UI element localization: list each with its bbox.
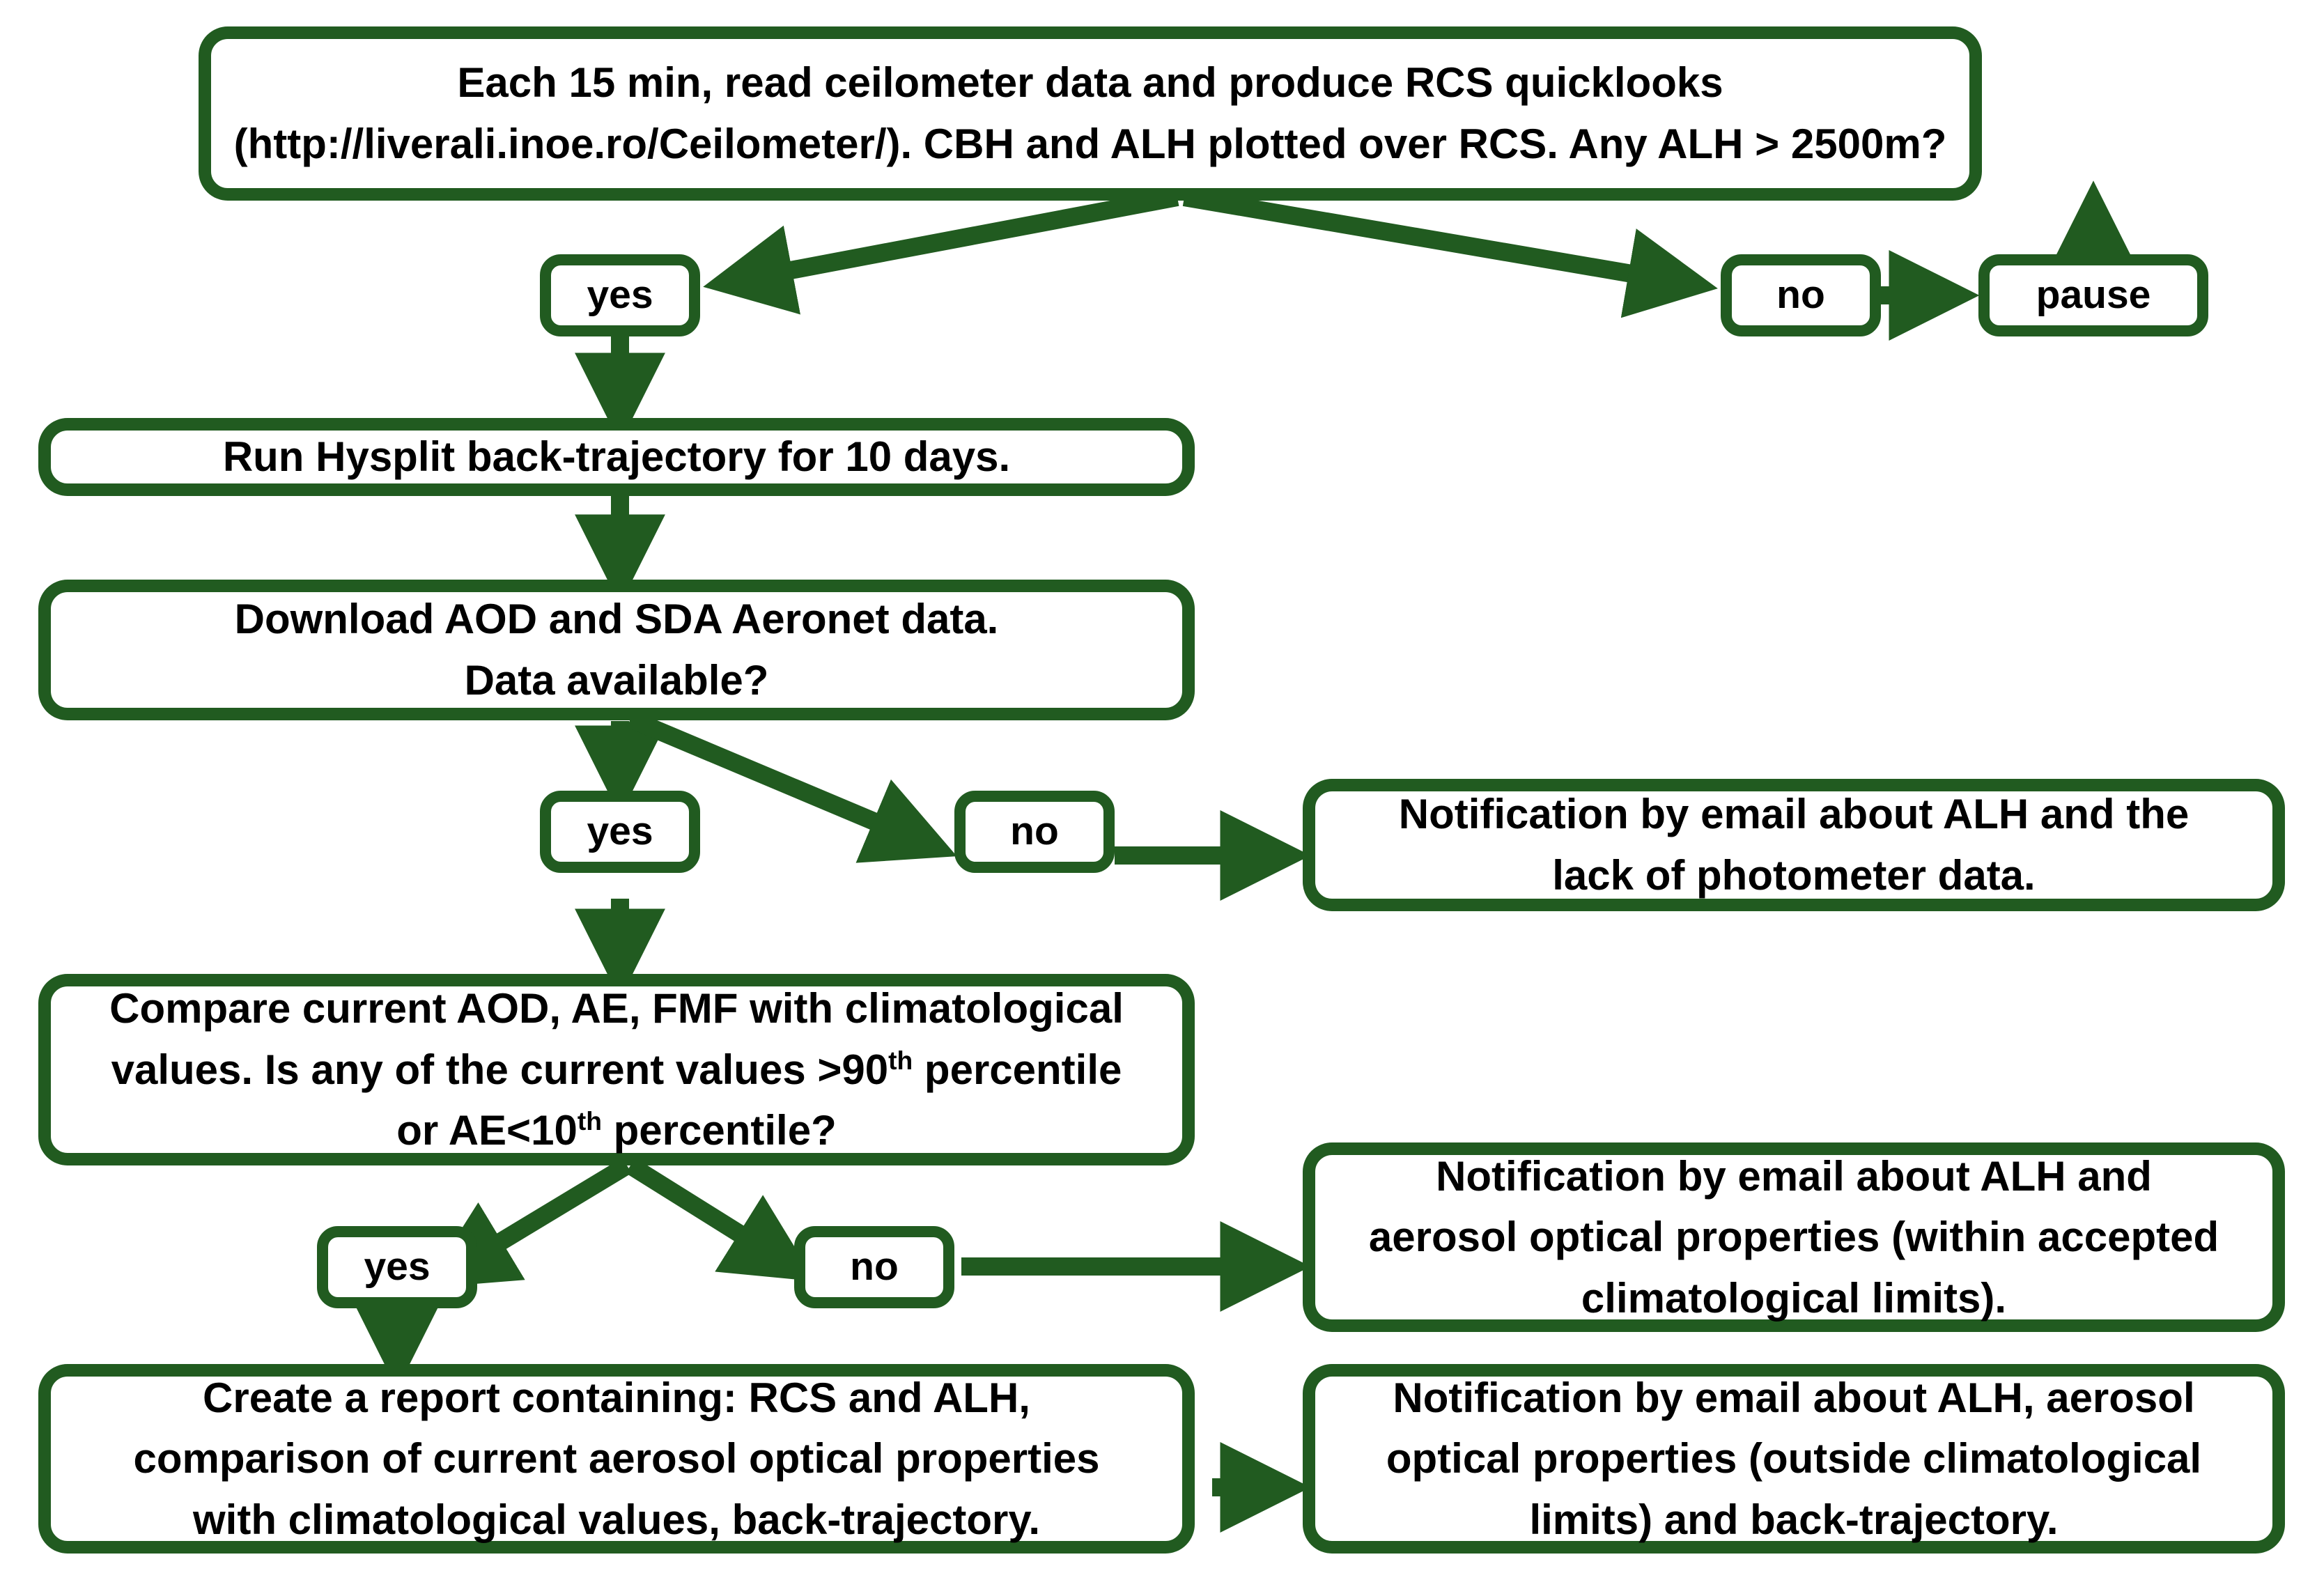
node-yes-3[interactable]: yes <box>317 1226 477 1308</box>
node-read-ceilometer[interactable]: Each 15 min, read ceilometer data and pr… <box>199 26 1982 201</box>
node-create-report-label: Create a report containing: RCS and ALH,… <box>133 1374 1100 1543</box>
node-yes-3-label: yes <box>364 1244 431 1289</box>
node-yes-2[interactable]: yes <box>540 791 700 873</box>
node-no-1-label: no <box>1776 272 1825 318</box>
node-run-hysplit-label: Run Hysplit back-trajectory for 10 days. <box>222 433 1011 481</box>
edge-read-ceilometer-to-no-1 <box>1182 188 1718 318</box>
node-create-report[interactable]: Create a report containing: RCS and ALH,… <box>38 1364 1195 1554</box>
node-download-aeronet-label: Download AOD and SDA Aeronet data.Data a… <box>234 596 999 704</box>
node-compare-climatology[interactable]: Compare current AOD, AE, FMF with climat… <box>38 974 1195 1165</box>
node-no-2[interactable]: no <box>954 791 1115 873</box>
node-notify-outside-limits-label: Notification by email about ALH, aerosol… <box>1386 1374 2202 1543</box>
node-yes-2-label: yes <box>587 809 653 854</box>
node-no-1[interactable]: no <box>1721 254 1881 336</box>
edge-compare-climatology-to-no-3 <box>626 1157 816 1282</box>
edge-read-ceilometer-to-yes-1 <box>703 188 1179 315</box>
node-pause[interactable]: pause <box>1978 254 2208 336</box>
superscript-th-90: th <box>888 1045 913 1075</box>
node-no-3[interactable]: no <box>794 1226 954 1308</box>
superscript-th-10: th <box>577 1106 602 1136</box>
node-yes-1-label: yes <box>587 272 653 318</box>
node-compare-climatology-label: Compare current AOD, AE, FMF with climat… <box>109 985 1124 1154</box>
node-pause-label: pause <box>2036 272 2151 318</box>
node-download-aeronet[interactable]: Download AOD and SDA Aeronet data.Data a… <box>38 580 1195 720</box>
node-yes-1[interactable]: yes <box>540 254 700 336</box>
node-no-2-label: no <box>1010 809 1059 854</box>
node-no-3-label: no <box>850 1244 899 1289</box>
node-notify-outside-limits[interactable]: Notification by email about ALH, aerosol… <box>1303 1364 2285 1554</box>
node-run-hysplit[interactable]: Run Hysplit back-trajectory for 10 days. <box>38 418 1195 496</box>
node-read-ceilometer-label: Each 15 min, read ceilometer data and pr… <box>233 59 1947 167</box>
